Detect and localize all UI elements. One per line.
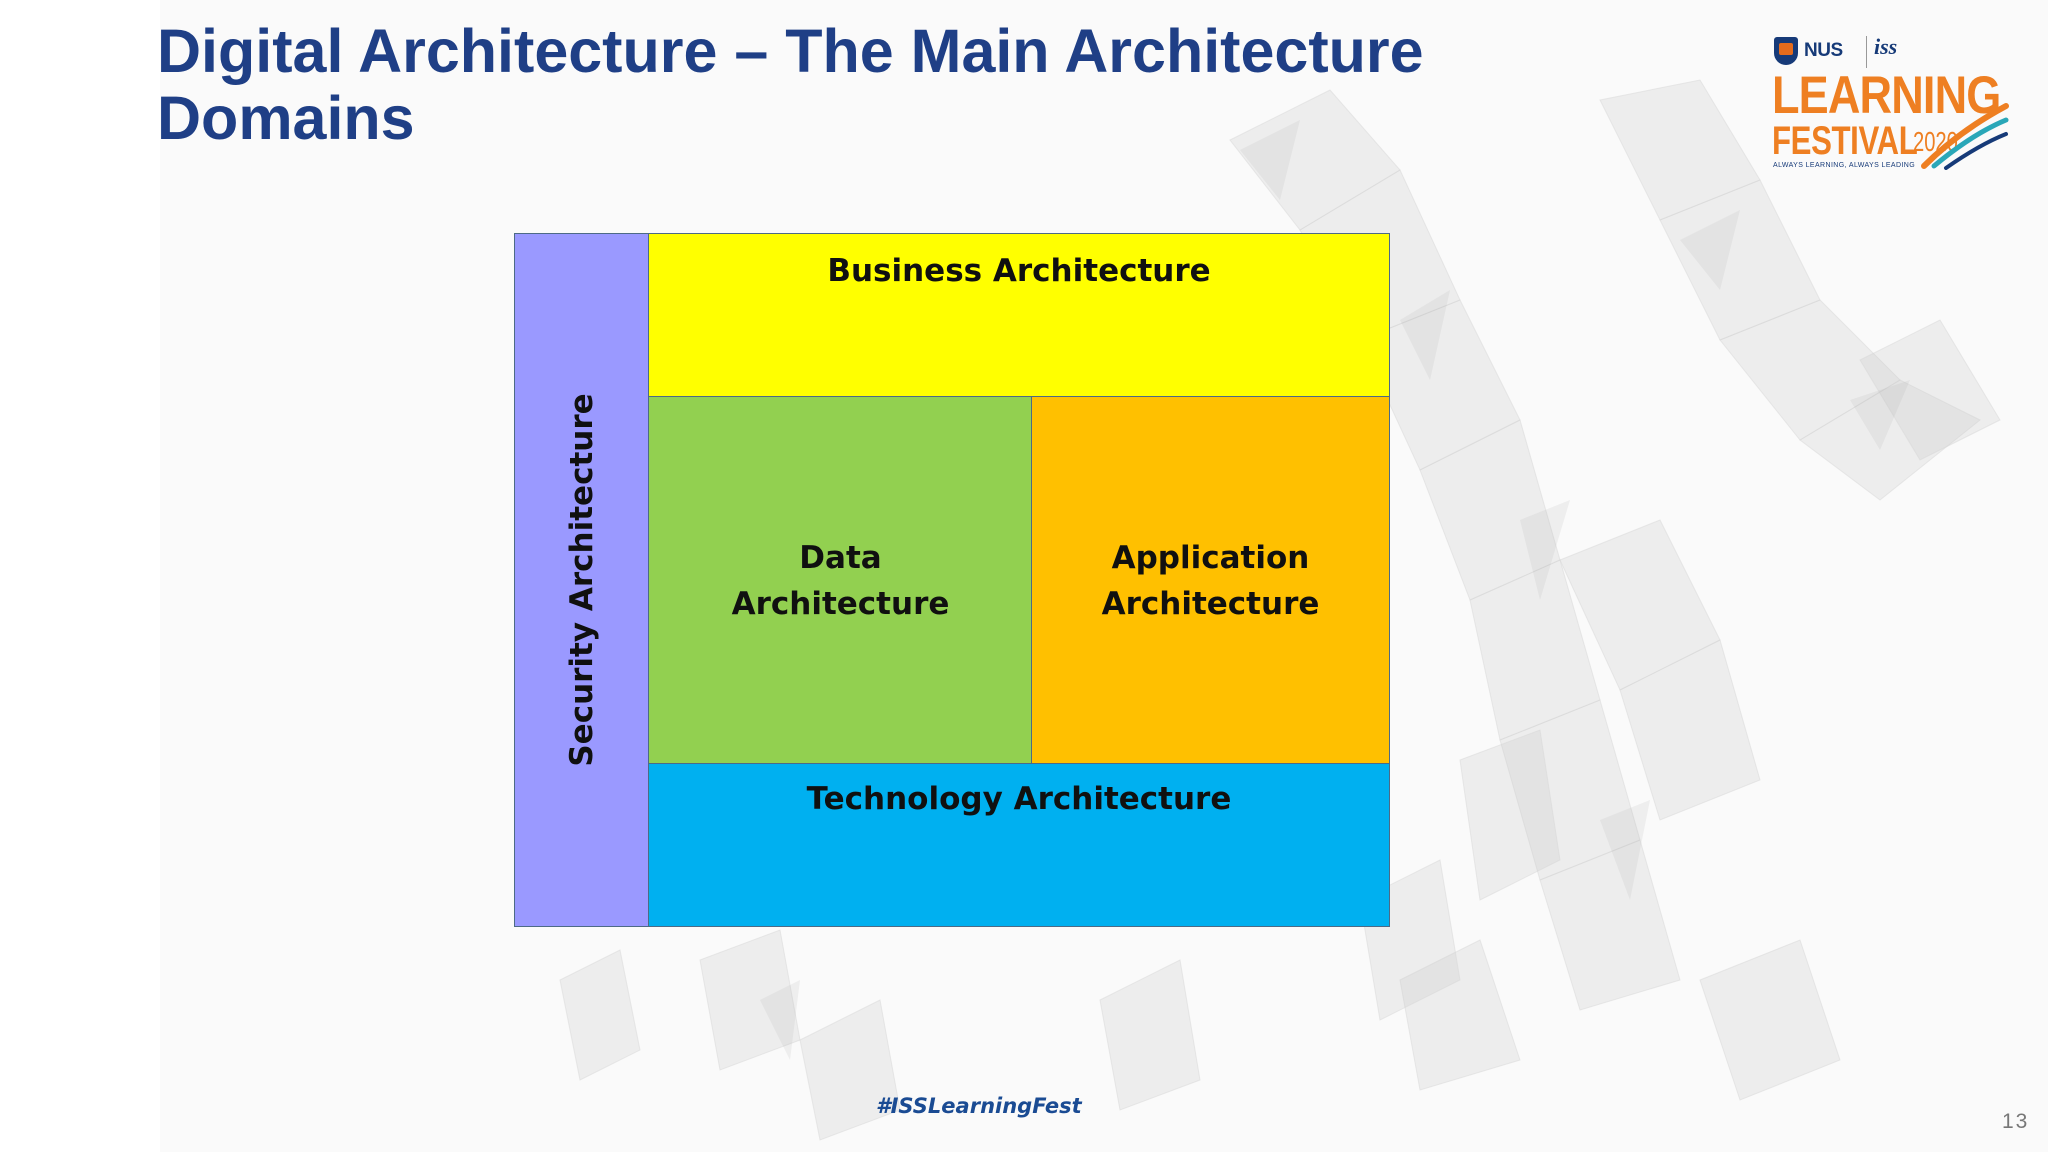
learning-wordmark: LEARNING	[1772, 66, 2001, 125]
swoosh-icon	[1921, 103, 2009, 170]
nus-crest-icon	[1774, 37, 1798, 65]
nus-wordmark: NUS	[1804, 40, 1843, 61]
logo-divider	[1866, 36, 1867, 68]
slide-title: Digital Architecture – The Main Architec…	[157, 17, 1424, 152]
learning-festival-logo: NUS iss LEARNING FESTIVAL 2020 ALWAYS LE…	[1770, 30, 2015, 180]
event-hashtag: #ISSLearningFest	[876, 1094, 1082, 1118]
data-architecture-label: Data Architecture	[731, 539, 950, 622]
application-architecture-box: Application Architecture	[1031, 396, 1390, 765]
security-architecture-box: Security Architecture	[514, 233, 650, 927]
data-architecture-box: Data Architecture	[648, 396, 1033, 765]
iss-wordmark: iss	[1874, 34, 1898, 59]
festival-wordmark: FESTIVAL	[1772, 119, 1918, 163]
page-number: 13	[2002, 1110, 2030, 1133]
business-architecture-label: Business Architecture	[827, 253, 1211, 289]
architecture-domains-diagram: Security Architecture Business Architect…	[514, 233, 1390, 927]
technology-architecture-box: Technology Architecture	[648, 763, 1390, 927]
application-architecture-label: Application Architecture	[1101, 539, 1320, 622]
business-architecture-box: Business Architecture	[648, 233, 1390, 398]
technology-architecture-label: Technology Architecture	[806, 781, 1232, 817]
logo-tagline: ALWAYS LEARNING, ALWAYS LEADING	[1773, 162, 1916, 169]
security-architecture-label: Security Architecture	[564, 393, 600, 767]
nus-logo: NUS	[1774, 34, 1843, 68]
